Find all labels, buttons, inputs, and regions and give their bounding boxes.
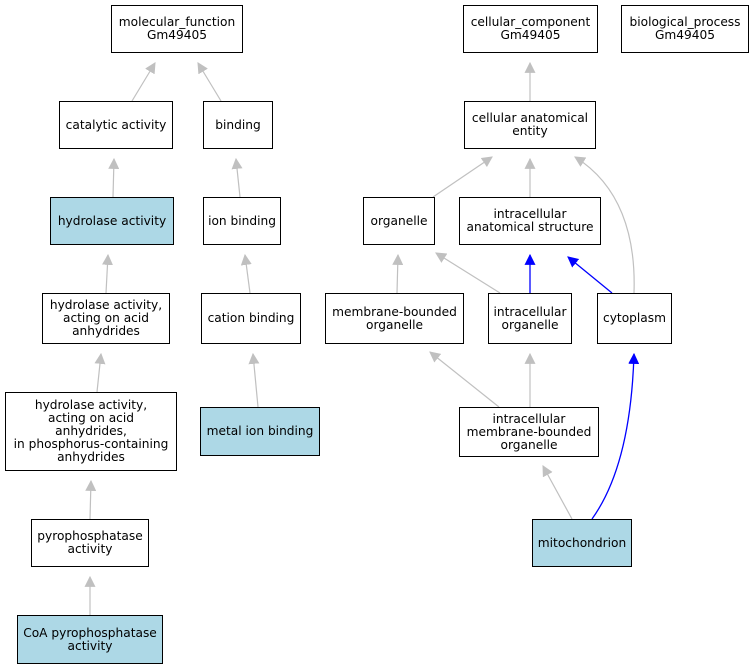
node-binding[interactable]: binding bbox=[203, 101, 273, 149]
edge-hydrolase-phosphorus-anhydrides-to-hydrolase-acid-anhydrides bbox=[94, 352, 106, 393]
edge-mitochondrion-to-cytoplasm bbox=[591, 352, 640, 520]
node-hydrolase-activity[interactable]: hydrolase activity bbox=[50, 197, 174, 245]
node-pyrophosphatase-activity[interactable]: pyrophosphatase activity bbox=[31, 519, 149, 567]
node-intracellular-anatomical-structure[interactable]: intracellular anatomical structure bbox=[459, 197, 601, 245]
node-cellular-component[interactable]: cellular_component Gm49405 bbox=[463, 5, 598, 53]
node-organelle[interactable]: organelle bbox=[363, 197, 435, 245]
edge-cytoplasm-to-intracellular-anatomical-structure bbox=[567, 256, 613, 294]
node-coa-pyrophosphatase-activity[interactable]: CoA pyrophosphatase activity bbox=[17, 615, 163, 664]
node-membrane-bounded-organelle[interactable]: membrane-bounded organelle bbox=[325, 293, 464, 344]
edge-intracellular-organelle-to-organelle bbox=[435, 252, 501, 294]
edge-intracellular-membrane-bounded-organelle-to-membrane-bounded-organelle bbox=[429, 351, 500, 408]
edge-binding-to-molecular-function bbox=[197, 62, 222, 102]
node-biological-process[interactable]: biological_process Gm49405 bbox=[621, 5, 749, 53]
node-cation-binding[interactable]: cation binding bbox=[201, 293, 301, 344]
edge-membrane-bounded-organelle-to-organelle bbox=[392, 253, 404, 294]
edge-metal-ion-binding-to-cation-binding bbox=[248, 352, 260, 408]
edge-mitochondrion-to-intracellular-membrane-bounded-organelle bbox=[542, 465, 573, 520]
node-cytoplasm[interactable]: cytoplasm bbox=[597, 293, 672, 344]
edge-pyrophosphatase-activity-to-hydrolase-phosphorus-anhydrides bbox=[85, 479, 97, 520]
node-cellular-anatomical-entity[interactable]: cellular anatomical entity bbox=[464, 101, 596, 149]
edge-cation-binding-to-ion-binding bbox=[240, 253, 252, 294]
node-intracellular-organelle[interactable]: intracellular organelle bbox=[488, 293, 572, 344]
node-hydrolase-acid-anhydrides[interactable]: hydrolase activity, acting on acid anhyd… bbox=[42, 293, 170, 344]
edge-hydrolase-activity-to-catalytic-activity bbox=[108, 157, 120, 198]
edge-ion-binding-to-binding bbox=[231, 157, 243, 198]
edge-organelle-to-cellular-anatomical-entity bbox=[432, 156, 493, 198]
edge-cytoplasm-to-cellular-anatomical-entity bbox=[574, 156, 635, 294]
node-intracellular-membrane-bounded-organelle[interactable]: intracellular membrane-bounded organelle bbox=[459, 407, 599, 457]
edge-hydrolase-acid-anhydrides-to-hydrolase-activity bbox=[101, 253, 113, 294]
node-ion-binding[interactable]: ion binding bbox=[203, 197, 281, 245]
node-mitochondrion[interactable]: mitochondrion bbox=[532, 519, 632, 567]
node-catalytic-activity[interactable]: catalytic activity bbox=[59, 101, 173, 149]
node-metal-ion-binding[interactable]: metal ion binding bbox=[200, 407, 320, 456]
node-hydrolase-phosphorus-anhydrides[interactable]: hydrolase activity, acting on acid anhyd… bbox=[5, 392, 177, 471]
edge-catalytic-activity-to-molecular-function bbox=[131, 62, 156, 102]
node-molecular-function[interactable]: molecular_function Gm49405 bbox=[111, 5, 243, 53]
